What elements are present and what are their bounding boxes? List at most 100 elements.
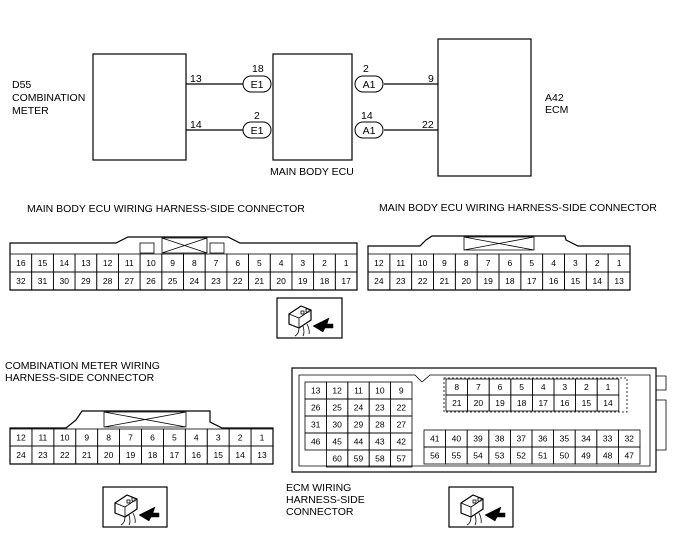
pin-number: 23 bbox=[396, 276, 406, 286]
pin-number: 22 bbox=[418, 276, 428, 286]
pin-number: 17 bbox=[538, 398, 548, 408]
pin-number: 5 bbox=[519, 382, 524, 392]
pin-number: 11 bbox=[396, 258, 405, 268]
pin-number: 10 bbox=[375, 386, 385, 396]
pin-number: 20 bbox=[474, 398, 484, 408]
pin-number: 51 bbox=[538, 451, 548, 461]
pin-number: 10 bbox=[418, 258, 428, 268]
pin-number: 9 bbox=[442, 258, 447, 268]
pin-number: 17 bbox=[527, 276, 537, 286]
pin-number: 21 bbox=[255, 276, 265, 286]
ecm-pin-number: 22 bbox=[422, 119, 434, 131]
ecm-pin-number: 9 bbox=[428, 73, 434, 85]
pin-cell bbox=[390, 449, 413, 468]
d55-connector-title: HARNESS-SIDE CONNECTOR bbox=[5, 372, 155, 384]
pin-number: 18 bbox=[505, 276, 515, 286]
pin-number: 40 bbox=[452, 434, 462, 444]
pin-number: 20 bbox=[276, 276, 286, 286]
pin-number: 7 bbox=[128, 433, 133, 443]
pin-number: 39 bbox=[473, 434, 483, 444]
pin-number: 5 bbox=[257, 258, 262, 268]
pin-number: 17 bbox=[341, 276, 351, 286]
pin-number: 16 bbox=[16, 258, 26, 268]
pin-number: 29 bbox=[81, 276, 91, 286]
pin-number: 21 bbox=[440, 276, 450, 286]
pin-number: 1 bbox=[344, 258, 349, 268]
pin-number: 55 bbox=[452, 451, 462, 461]
pin-number: 3 bbox=[562, 382, 567, 392]
ecm-box bbox=[437, 38, 532, 177]
pin-number: 13 bbox=[257, 450, 267, 460]
pin-number: 12 bbox=[103, 258, 113, 268]
pin-number: 58 bbox=[375, 454, 385, 464]
pin-number: 60 bbox=[332, 454, 342, 464]
a42-connector-title: CONNECTOR bbox=[286, 506, 354, 518]
pin-number: 24 bbox=[354, 403, 364, 413]
wire-1: 13 18 E1 2 A1 9 bbox=[186, 63, 438, 93]
d55-component-label: D55 COMBINATION METER bbox=[12, 79, 85, 117]
pin-number: 6 bbox=[498, 382, 503, 392]
pin-number: 13 bbox=[614, 276, 624, 286]
pin-number: 20 bbox=[462, 276, 472, 286]
meter-pin-number: 13 bbox=[190, 73, 202, 85]
connector-view-icon bbox=[448, 486, 514, 528]
pin-number: 41 bbox=[430, 434, 440, 444]
pin-number: 57 bbox=[397, 454, 407, 464]
pin-number: 35 bbox=[560, 434, 570, 444]
pin-number: 7 bbox=[476, 382, 481, 392]
pin-number: 15 bbox=[213, 450, 223, 460]
pin-number: 23 bbox=[38, 450, 48, 460]
pin-number: 2 bbox=[238, 433, 243, 443]
pin-number: 32 bbox=[624, 434, 634, 444]
pin-number: 6 bbox=[508, 258, 513, 268]
ecu-pin-number: 2 bbox=[363, 63, 369, 75]
pin-number: 24 bbox=[374, 276, 384, 286]
pin-number: 30 bbox=[332, 420, 342, 430]
ecu-pin-number: 14 bbox=[361, 110, 373, 122]
pin-number: 3 bbox=[300, 258, 305, 268]
pin-number: 18 bbox=[148, 450, 158, 460]
pin-number: 15 bbox=[38, 258, 48, 268]
e1-connector-symbol bbox=[242, 75, 272, 93]
pin-number: 13 bbox=[81, 258, 91, 268]
pin-number: 5 bbox=[529, 258, 534, 268]
pin-number: 8 bbox=[106, 433, 111, 443]
pin-number: 9 bbox=[170, 258, 175, 268]
pin-number: 25 bbox=[168, 276, 178, 286]
d55-label-line: METER bbox=[12, 105, 49, 117]
pin-number: 28 bbox=[375, 420, 385, 430]
pin-cell bbox=[618, 446, 641, 465]
pin-number: 16 bbox=[549, 276, 559, 286]
pin-number: 11 bbox=[354, 386, 363, 396]
pin-number: 19 bbox=[483, 276, 493, 286]
pin-number: 24 bbox=[16, 450, 26, 460]
pin-number: 26 bbox=[146, 276, 156, 286]
pin-number: 30 bbox=[59, 276, 69, 286]
main-body-ecu-box bbox=[272, 53, 353, 161]
pin-number: 1 bbox=[617, 258, 622, 268]
pin-number: 54 bbox=[473, 451, 483, 461]
a42-connector-title: HARNESS-SIDE bbox=[286, 494, 365, 506]
pin-number: 6 bbox=[235, 258, 240, 268]
pin-number: 22 bbox=[60, 450, 70, 460]
d55-label-line: D55 bbox=[12, 79, 31, 91]
pin-number: 45 bbox=[332, 437, 342, 447]
pin-number: 2 bbox=[322, 258, 327, 268]
pin-number: 5 bbox=[172, 433, 177, 443]
pin-number: 49 bbox=[581, 451, 591, 461]
connector-view-icon bbox=[102, 486, 168, 528]
pin-number: 15 bbox=[582, 398, 592, 408]
pin-number: 11 bbox=[38, 433, 47, 443]
pin-number: 46 bbox=[311, 437, 321, 447]
pin-number: 50 bbox=[560, 451, 570, 461]
pin-number: 43 bbox=[375, 437, 385, 447]
pin-number: 7 bbox=[486, 258, 491, 268]
pin-number: 20 bbox=[104, 450, 114, 460]
pin-number: 6 bbox=[150, 433, 155, 443]
pin-number: 19 bbox=[126, 450, 136, 460]
pin-number: 33 bbox=[603, 434, 613, 444]
a42-connector-title: ECM WIRING bbox=[286, 482, 351, 494]
